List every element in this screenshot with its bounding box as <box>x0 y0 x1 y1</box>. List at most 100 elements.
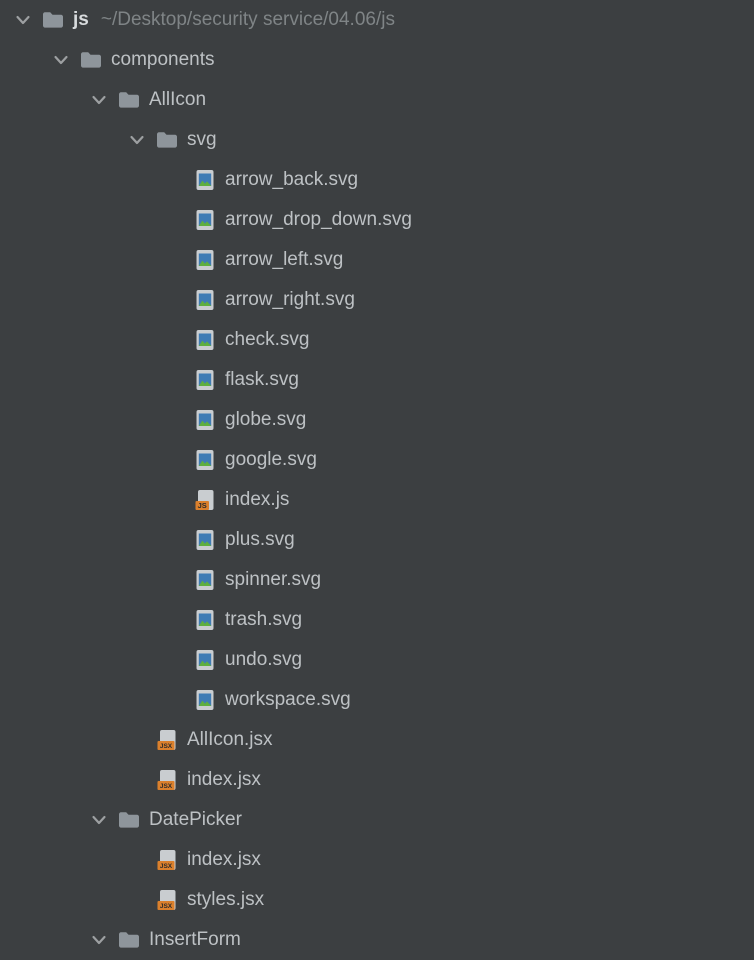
folder-icon <box>156 129 178 151</box>
image-file-icon <box>194 289 216 311</box>
tree-row[interactable]: arrow_right.svg <box>0 280 754 320</box>
indent-spacer <box>164 609 194 631</box>
tree-item-label: js <box>73 9 89 30</box>
tree-item-label: svg <box>187 129 217 150</box>
tree-row[interactable]: js~/Desktop/security service/04.06/js <box>0 0 754 40</box>
js-file-icon: JS <box>194 489 216 511</box>
tree-row[interactable]: plus.svg <box>0 520 754 560</box>
indent-spacer <box>164 449 194 471</box>
chevron-down-icon[interactable] <box>88 809 118 831</box>
folder-icon <box>80 49 102 71</box>
tree-row[interactable]: DatePicker <box>0 800 754 840</box>
tree-row[interactable]: JSX index.jsx <box>0 840 754 880</box>
indent-spacer <box>164 529 194 551</box>
jsx-file-icon: JSX <box>156 769 178 791</box>
indent-spacer <box>164 249 194 271</box>
tree-row[interactable]: workspace.svg <box>0 680 754 720</box>
tree-row[interactable]: undo.svg <box>0 640 754 680</box>
indent-spacer <box>164 329 194 351</box>
indent-spacer <box>164 289 194 311</box>
tree-item-label: undo.svg <box>225 649 303 670</box>
folder-icon <box>118 929 140 951</box>
chevron-down-icon[interactable] <box>88 89 118 111</box>
image-file-icon <box>194 209 216 231</box>
indent-spacer <box>164 489 194 511</box>
image-file-icon <box>194 249 216 271</box>
jsx-file-icon: JSX <box>156 729 178 751</box>
tree-item-label: InsertForm <box>149 929 241 950</box>
svg-text:JSX: JSX <box>159 863 172 870</box>
image-file-icon <box>194 369 216 391</box>
chevron-down-icon[interactable] <box>12 9 42 31</box>
tree-item-label: arrow_left.svg <box>225 249 344 270</box>
tree-item-label: components <box>111 49 215 70</box>
svg-text:JSX: JSX <box>159 903 172 910</box>
tree-item-label: index.jsx <box>187 769 261 790</box>
tree-row[interactable]: JSX index.jsx <box>0 760 754 800</box>
jsx-file-icon: JSX <box>156 849 178 871</box>
tree-row[interactable]: InsertForm <box>0 920 754 960</box>
chevron-down-icon[interactable] <box>126 129 156 151</box>
jsx-file-icon: JSX <box>156 889 178 911</box>
tree-row[interactable]: trash.svg <box>0 600 754 640</box>
tree-row[interactable]: components <box>0 40 754 80</box>
indent-spacer <box>164 689 194 711</box>
image-file-icon <box>194 169 216 191</box>
indent-spacer <box>164 169 194 191</box>
indent-spacer <box>126 729 156 751</box>
indent-spacer <box>164 569 194 591</box>
tree-row[interactable]: JSX AllIcon.jsx <box>0 720 754 760</box>
tree-item-label: flask.svg <box>225 369 299 390</box>
tree-item-label: DatePicker <box>149 809 242 830</box>
indent-spacer <box>164 369 194 391</box>
tree-item-label: check.svg <box>225 329 310 350</box>
indent-spacer <box>164 209 194 231</box>
tree-row[interactable]: JSX styles.jsx <box>0 880 754 920</box>
image-file-icon <box>194 689 216 711</box>
tree-item-label: google.svg <box>225 449 317 470</box>
svg-text:JS: JS <box>198 501 207 510</box>
indent-spacer <box>164 409 194 431</box>
tree-row[interactable]: JS index.js <box>0 480 754 520</box>
tree-row[interactable]: AllIcon <box>0 80 754 120</box>
image-file-icon <box>194 329 216 351</box>
tree-item-label: globe.svg <box>225 409 307 430</box>
tree-item-label: plus.svg <box>225 529 295 550</box>
svg-text:JSX: JSX <box>159 783 172 790</box>
tree-row[interactable]: spinner.svg <box>0 560 754 600</box>
tree-row[interactable]: flask.svg <box>0 360 754 400</box>
chevron-down-icon[interactable] <box>88 929 118 951</box>
svg-text:JSX: JSX <box>159 743 172 750</box>
indent-spacer <box>126 889 156 911</box>
tree-item-label: AllIcon.jsx <box>187 729 273 750</box>
tree-item-label: spinner.svg <box>225 569 322 590</box>
image-file-icon <box>194 529 216 551</box>
tree-item-label: styles.jsx <box>187 889 265 910</box>
image-file-icon <box>194 609 216 631</box>
tree-item-label: index.jsx <box>187 849 261 870</box>
tree-row[interactable]: check.svg <box>0 320 754 360</box>
tree-item-label: arrow_back.svg <box>225 169 359 190</box>
tree-row[interactable]: arrow_left.svg <box>0 240 754 280</box>
indent-spacer <box>126 769 156 791</box>
tree-item-label: trash.svg <box>225 609 303 630</box>
indent-spacer <box>164 649 194 671</box>
chevron-down-icon[interactable] <box>50 49 80 71</box>
tree-row[interactable]: globe.svg <box>0 400 754 440</box>
tree-item-label: arrow_right.svg <box>225 289 355 310</box>
tree-row[interactable]: arrow_drop_down.svg <box>0 200 754 240</box>
tree-item-label: index.js <box>225 489 290 510</box>
tree-row[interactable]: svg <box>0 120 754 160</box>
folder-icon <box>118 89 140 111</box>
image-file-icon <box>194 449 216 471</box>
indent-spacer <box>126 849 156 871</box>
image-file-icon <box>194 649 216 671</box>
tree-item-label: workspace.svg <box>225 689 351 710</box>
tree-item-label: AllIcon <box>149 89 207 110</box>
tree-row[interactable]: arrow_back.svg <box>0 160 754 200</box>
image-file-icon <box>194 569 216 591</box>
tree-item-label: arrow_drop_down.svg <box>225 209 412 230</box>
tree-row[interactable]: google.svg <box>0 440 754 480</box>
image-file-icon <box>194 409 216 431</box>
